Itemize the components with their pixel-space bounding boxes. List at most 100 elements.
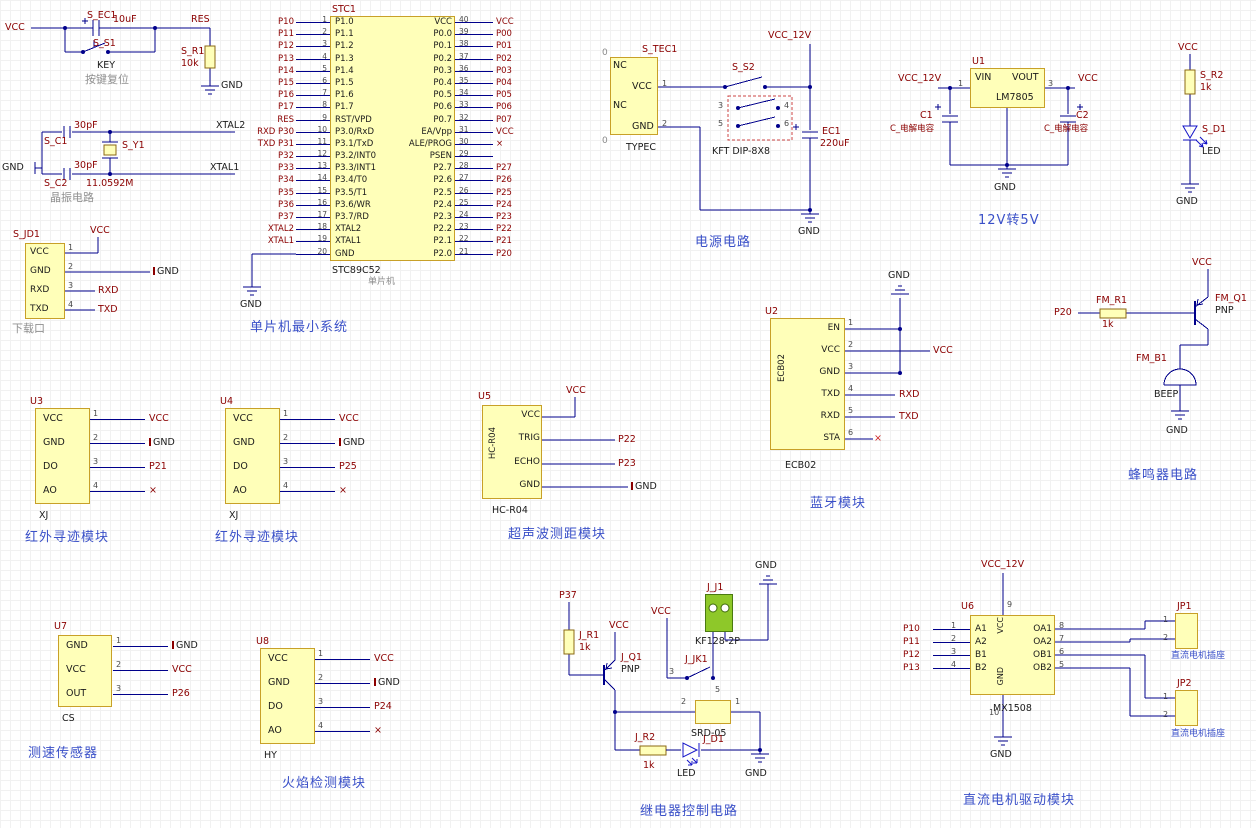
left-pin-number: 6 — [322, 75, 327, 85]
c2-ref: S_C2 — [44, 178, 68, 189]
right-net-label: P00 — [496, 29, 512, 40]
motor-socket-jp1[interactable] — [1175, 613, 1198, 649]
gnd-label: GND — [221, 80, 243, 91]
pin-number: 2 — [283, 433, 289, 442]
ir2-body[interactable] — [225, 408, 280, 504]
left-pin-name: P3.5/T1 — [335, 187, 368, 198]
res-value: 1k — [1200, 82, 1212, 93]
pin-name: A2 — [975, 637, 987, 647]
wire — [296, 217, 330, 218]
c2-ref: C2 — [1076, 110, 1089, 121]
pin-number: 2 — [116, 660, 122, 669]
pin-number: 5 — [1059, 660, 1065, 669]
pin-number: 1 — [68, 243, 74, 252]
typec-pin2-name: GND — [632, 121, 654, 132]
pin-number: 4 — [848, 384, 854, 393]
jp1-pin2: 2 — [1163, 633, 1169, 642]
ir1-body[interactable] — [35, 408, 90, 504]
gnd-label: GND — [798, 226, 820, 237]
ir2-pin-rows: VCC 1 VCC GND 2 GND DO 3 P25 AO 4 × — [225, 408, 395, 504]
pin-row: P10 1 A1 — [895, 621, 1005, 636]
regulator-body[interactable] — [970, 68, 1045, 108]
mcu-pin-row: TXD P31 11 P3.1/TxD ALE/PROG 30 × — [240, 137, 575, 150]
net-xtal2: XTAL2 — [216, 120, 246, 131]
pin-number: 3 — [848, 362, 854, 371]
crystal-wiring — [34, 126, 235, 180]
left-pin-number: 3 — [322, 39, 327, 49]
led-name: LED — [1202, 146, 1221, 157]
sw-pin3: 3 — [718, 101, 724, 110]
contact-ref: J_JK1 — [685, 654, 708, 665]
typec-pin1-number: 1 — [662, 79, 668, 88]
left-net-label: P15 — [278, 77, 294, 88]
left-pin-name: P3.0/RxD — [335, 126, 374, 137]
ultrasonic-body[interactable] — [482, 405, 542, 499]
left-net-label: P11 — [278, 29, 294, 40]
typec-pin2-number: 2 — [662, 119, 668, 128]
pin-name: GND — [43, 437, 65, 448]
net-label: × — [374, 725, 382, 736]
wire — [296, 168, 330, 170]
left-pin-name: P1.1 — [335, 29, 354, 40]
pin-row: VCC 1 — [25, 243, 85, 262]
reg-ref: U1 — [972, 56, 985, 67]
left-pin-number: 5 — [322, 63, 327, 73]
pin-number: 2 — [951, 634, 957, 643]
wire — [455, 70, 493, 72]
relay-coil-body[interactable] — [695, 700, 731, 724]
right-pin-name: P2.0 — [433, 248, 452, 259]
net-gnd: GND — [153, 266, 179, 277]
bluetooth-body[interactable] — [770, 318, 845, 450]
right-pin-name: P0.0 — [433, 29, 452, 40]
caption-flame: 火焰检测模块 — [282, 776, 367, 791]
pin-row: TRIG — [482, 428, 552, 451]
pin-row: P13 4 B2 — [895, 660, 1005, 675]
flame-body[interactable] — [260, 648, 315, 744]
cap-ref: EC1 — [822, 126, 841, 137]
gnd-top-label: GND — [755, 560, 777, 571]
right-pin-number: 22 — [459, 234, 469, 244]
contact-pin5: 5 — [715, 685, 721, 694]
net-p37: P37 — [559, 590, 577, 601]
buzzer-ref: FM_B1 — [1136, 353, 1167, 364]
pin-name: VCC — [521, 410, 540, 420]
pin-row: RXD 3 — [25, 281, 85, 300]
right-pin-name: ALE/PROG — [408, 138, 452, 149]
wire — [296, 241, 330, 243]
right-net-label: P22 — [496, 224, 512, 235]
left-net-label: P33 — [278, 163, 294, 174]
motor-socket-jp2[interactable] — [1175, 690, 1198, 726]
motor-left-rows: P10 1 A1 P11 2 A2 P12 3 B1 P13 4 B2 — [895, 621, 1005, 675]
r1-value: 1k — [579, 642, 591, 653]
left-net-label: TXD P31 — [257, 138, 294, 149]
speed-body[interactable] — [58, 635, 112, 707]
relay-output-connector[interactable] — [705, 594, 733, 632]
pin-number: 3 — [93, 457, 99, 466]
mcu-body[interactable] — [330, 16, 455, 261]
right-pin-number: 39 — [459, 27, 469, 37]
led-ref: S_D1 — [1202, 124, 1227, 135]
pin-name: DO — [268, 701, 283, 712]
caption-buzzer: 蜂鸣器电路 — [1128, 468, 1199, 483]
pin-row: AO 4 × — [260, 720, 430, 744]
power-circuit-block: S_TEC1 0 0 NC NC VCC GND 1 2 TYPEC S_S2 … — [600, 30, 855, 260]
pin-row: VCC 1 VCC — [260, 648, 430, 672]
left-pin-number: 7 — [322, 88, 327, 98]
right-pin-number: 21 — [459, 246, 469, 256]
net-label: VCC — [172, 664, 192, 675]
left-net-label: XTAL1 — [267, 236, 294, 247]
wire — [90, 467, 145, 468]
right-pin-name: P2.5 — [433, 187, 452, 198]
right-net-label: P03 — [496, 65, 512, 76]
wire — [296, 107, 330, 109]
c1-value: C_电解电容 — [890, 124, 935, 134]
crystal-circuit-block: GND S_C1 30pF S_C2 30pF S_Y1 11.0592M XT… — [0, 118, 255, 208]
wire — [455, 156, 493, 158]
motor-driver-body[interactable] — [970, 615, 1055, 695]
typec-connector-body[interactable] — [610, 57, 658, 135]
download-wiring — [65, 237, 150, 311]
mcu-ref: STC1 — [332, 4, 356, 15]
caption-ultrasonic: 超声波测距模块 — [508, 527, 607, 542]
pin-number: 1 — [318, 649, 324, 658]
download-connector-body[interactable] — [25, 243, 65, 319]
